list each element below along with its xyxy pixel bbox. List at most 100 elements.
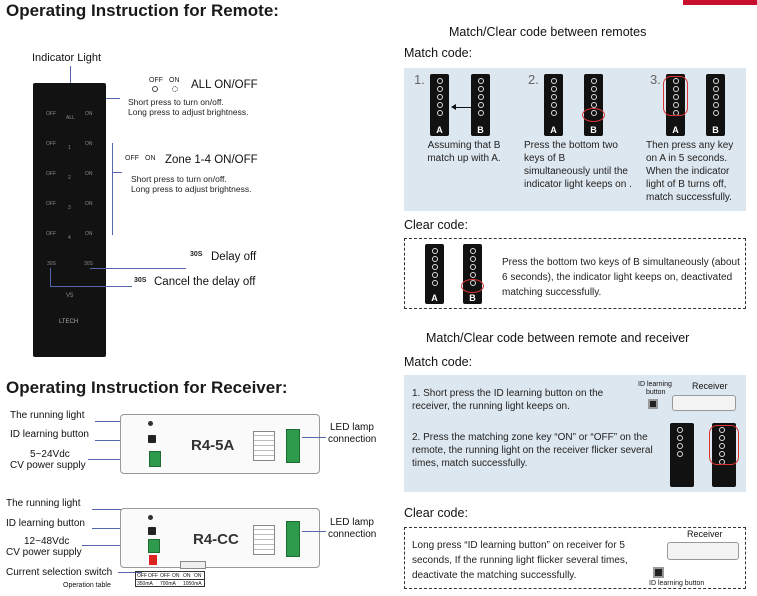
- r45a-running-led: [148, 421, 153, 426]
- step1-number: 1.: [414, 72, 425, 87]
- match-remote-a: [670, 423, 694, 487]
- remote-key-z3-label: 3: [68, 205, 71, 211]
- r4cc-operation-table: OFF OFF OFF ON ON ON 350mA 700mA 1050mA: [135, 571, 205, 587]
- r4cc-supply: CV power supply: [6, 547, 82, 558]
- receiver-clear-label: Clear code:: [404, 506, 468, 520]
- op-table-top-1: OFF: [137, 573, 147, 579]
- step2-text: Press the bottom two keys of B simultane…: [524, 140, 632, 190]
- receiver-pairing-heading: Match/Clear code between remote and rece…: [426, 331, 690, 345]
- step3-number: 3.: [650, 72, 661, 87]
- step2-key-b: B: [590, 125, 597, 135]
- zone-bracket: [112, 143, 113, 235]
- clear-id-button-label: ID learning button: [649, 580, 705, 587]
- remote-key-cancel-delay[interactable]: 30S: [47, 261, 56, 267]
- remote-key-z3-on[interactable]: ON: [85, 201, 93, 207]
- remote-key-all: ALL: [66, 115, 75, 121]
- cancel-delay-icon: 30S: [134, 277, 147, 284]
- r4cc-led-pointer: [302, 531, 326, 532]
- remote-key-z2-off[interactable]: OFF: [46, 171, 56, 177]
- receiver-clear-panel: Long press “ID learning button” on recei…: [404, 527, 746, 589]
- zone-title: Zone 1-4 ON/OFF: [165, 154, 258, 166]
- receiver-match-label: Match code:: [404, 355, 473, 369]
- remote-key-z1-off[interactable]: OFF: [46, 141, 56, 147]
- remote-key-delay-off[interactable]: 30S: [84, 261, 93, 267]
- remote-key-z2-on[interactable]: ON: [85, 171, 93, 177]
- indicator-pointer: [70, 66, 71, 96]
- r45a-led-lamp: LED lamp: [330, 422, 374, 433]
- remote-section-title: Operating Instruction for Remote:: [6, 1, 279, 20]
- r4cc-id-pointer: [92, 528, 140, 529]
- r4cc-id-button: ID learning button: [6, 518, 85, 529]
- r45a-device: R4-5A: [120, 414, 320, 474]
- accent-bar: [683, 0, 757, 5]
- step3-key-a: A: [672, 125, 679, 135]
- match-remote-b: [712, 423, 736, 487]
- zone-line2: Long press to adjust brightness.: [131, 184, 252, 194]
- remote-key-all-off[interactable]: OFF: [46, 111, 56, 117]
- r4cc-power-terminal: [148, 539, 160, 553]
- remote-key-z3-off[interactable]: OFF: [46, 201, 56, 207]
- step1-keypad-a: A: [430, 74, 449, 136]
- r4cc-led-lamp: LED lamp: [330, 517, 374, 528]
- match-receiver-label: Receiver: [692, 381, 728, 391]
- all-line1: Short press to turn on/off.: [128, 97, 224, 107]
- step1-key-b: B: [477, 125, 484, 135]
- step2-key-a: A: [550, 125, 557, 135]
- match-receiver-device: [672, 395, 736, 411]
- op-table-top-3: OFF: [160, 573, 170, 579]
- r45a-model: R4-5A: [191, 437, 235, 454]
- clear-key-b: B: [469, 293, 476, 303]
- step2-highlight: [582, 108, 605, 122]
- r4cc-output-terminal: [286, 521, 300, 557]
- remote-brand: LTECH: [59, 319, 79, 325]
- clear-key-a: A: [431, 293, 438, 303]
- step3-key-b: B: [712, 125, 719, 135]
- step2-keypad-b: B: [584, 74, 603, 136]
- clear-id-button-icon: [653, 567, 664, 578]
- op-table-bottom-3: 1050mA: [183, 581, 202, 587]
- remote-control: OFF ALL ON OFF 1 ON OFF 2 ON OFF 3 ON OF…: [33, 83, 106, 357]
- r4cc-supply-pointer: [82, 545, 140, 546]
- step2-keypad-a: A: [544, 74, 563, 136]
- step1-arrow-icon: [453, 107, 471, 108]
- remote-clear-label: Clear code:: [404, 218, 468, 232]
- r45a-running-pointer: [95, 421, 140, 422]
- r4cc-switch-pointer: [118, 572, 142, 573]
- match-id-learning-label: ID learning: [638, 381, 672, 388]
- step3-keypad-a: A: [666, 74, 685, 136]
- step1-keypad-b: B: [471, 74, 490, 136]
- all-line2: Long press to adjust brightness.: [128, 107, 249, 117]
- remote-clear-text: Press the bottom two keys of B simultane…: [502, 257, 740, 298]
- remote-key-z4-off[interactable]: OFF: [46, 231, 56, 237]
- op-table-top-2: OFF: [148, 573, 158, 579]
- receiver-match-step1: 1. Short press the ID learning button on…: [412, 388, 604, 412]
- r4cc-running-light: The running light: [6, 498, 81, 509]
- receiver-section-title: Operating Instruction for Receiver:: [6, 378, 288, 397]
- all-pointer: [106, 98, 120, 99]
- remote-key-z4-on[interactable]: ON: [85, 231, 93, 237]
- remote-clear-panel: A B Press the bottom two keys of B simul…: [404, 238, 746, 309]
- r4cc-id-learning-button[interactable]: [148, 527, 156, 535]
- receiver-match-step2: 2. Press the matching zone key “ON” or “…: [412, 432, 653, 469]
- r45a-supply: CV power supply: [10, 460, 86, 471]
- r45a-supply-pointer: [88, 459, 140, 460]
- match-id-button-icon: [648, 399, 658, 409]
- r4cc-current-switch-control[interactable]: [149, 555, 157, 565]
- r45a-id-learning-button[interactable]: [148, 435, 156, 443]
- match-remote-highlight: [709, 425, 739, 465]
- match-button-label: button: [646, 389, 666, 396]
- op-table-top-6: ON: [194, 573, 202, 579]
- r45a-running-light: The running light: [10, 410, 85, 421]
- step3-keypad-b: B: [706, 74, 725, 136]
- r45a-output-terminal: [286, 429, 300, 463]
- r4cc-running-pointer: [92, 509, 140, 510]
- r45a-connection: connection: [328, 434, 377, 445]
- remote-key-z1-on[interactable]: ON: [85, 141, 93, 147]
- delay-off-pointer: [90, 268, 186, 269]
- remote-key-z2-label: 2: [68, 175, 71, 181]
- zone-line1: Short press to turn on/off.: [131, 174, 227, 184]
- op-table-top-4: ON: [172, 573, 180, 579]
- cancel-delay-pointer-h: [50, 286, 132, 287]
- remote-pairing-heading: Match/Clear code between remotes: [449, 25, 647, 39]
- remote-key-all-on[interactable]: ON: [85, 111, 93, 117]
